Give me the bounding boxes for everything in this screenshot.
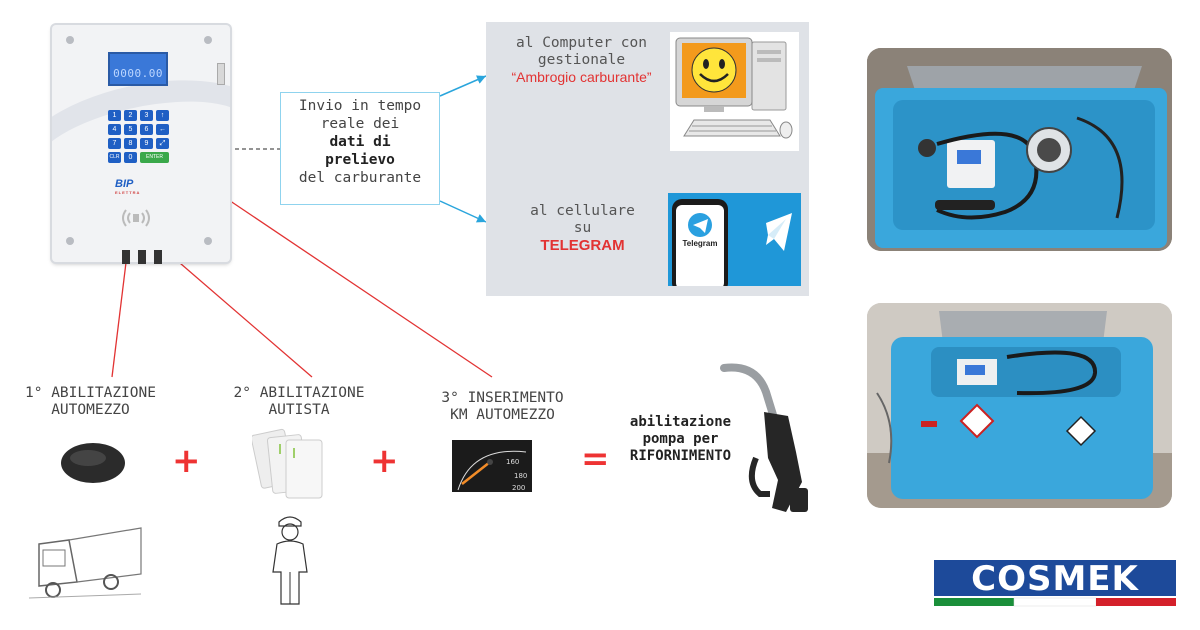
cosmek-logo — [934, 560, 1176, 607]
key: 6 — [140, 124, 153, 135]
step-driver-enable: 2° ABILITAZIONE AUTISTA — [233, 385, 365, 418]
telegram-destination-text: al cellulare su TELEGRAM — [510, 203, 655, 254]
fuel-tank-photo-side — [867, 303, 1172, 508]
telegram-icon-label: Telegram — [682, 239, 718, 248]
terminal-display: 0000.00 — [108, 52, 168, 86]
arrow-to-telegram — [439, 200, 487, 223]
key: ⤢ — [156, 138, 169, 149]
key: 9 — [140, 138, 153, 149]
key: ↑ — [156, 110, 169, 121]
svg-text:200: 200 — [512, 484, 525, 492]
info-line: del carburante — [298, 170, 422, 186]
key: 3 — [140, 110, 153, 121]
info-line: reale dei — [320, 116, 400, 132]
computer-icon — [670, 32, 799, 151]
fuel-nozzle-icon — [720, 363, 808, 512]
rfid-reader-icon — [122, 209, 150, 227]
arrow-to-computer — [439, 75, 487, 97]
odometer-icon: 160 180 200 — [452, 440, 532, 492]
fuel-terminal: 0000.00 1 2 3 ↑ 4 5 6 ← 7 8 9 ⤢ CLR 0 EN… — [52, 25, 230, 262]
svg-text:180: 180 — [514, 472, 527, 480]
app-name: TELEGRAM — [540, 237, 625, 254]
key: 5 — [124, 124, 137, 135]
step-km-entry: 3° INSERIMENTO KM AUTOMEZZO — [441, 390, 564, 423]
key-enter: ENTER — [140, 152, 169, 163]
key: ← — [156, 124, 169, 135]
info-line-bold: dati di — [329, 134, 391, 150]
terminal-brand: BIP ELETTRA — [115, 178, 141, 195]
info-line: Invio in tempo — [298, 98, 422, 114]
fuel-tank-photo-top — [867, 48, 1172, 251]
step-vehicle-enable: 1° ABILITAZIONE AUTOMEZZO — [25, 385, 156, 418]
key: 7 — [108, 138, 121, 149]
logo-text: COSMEK — [971, 559, 1139, 599]
software-name: “Ambrogio carburante” — [511, 69, 652, 85]
key: 0 — [124, 152, 137, 163]
plus-operator: + — [172, 441, 201, 481]
telegram-phone-icon: Telegram — [668, 193, 801, 286]
realtime-data-box: Invio in tempo reale dei dati di preliev… — [280, 92, 440, 205]
truck-icon — [27, 512, 143, 603]
equals-operator: = — [581, 439, 610, 479]
rfid-card-icon — [252, 428, 323, 499]
svg-text:160: 160 — [506, 458, 519, 466]
key-fob-icon — [61, 443, 125, 483]
key: 2 — [124, 110, 137, 121]
plus-operator: + — [370, 441, 399, 481]
key: 4 — [108, 124, 121, 135]
pump-enable-result: abilitazione pompa per RIFORNIMENTO — [629, 414, 732, 464]
computer-destination-text: al Computer con gestionale “Ambrogio car… — [494, 35, 669, 86]
terminal-keypad: 1 2 3 ↑ 4 5 6 ← 7 8 9 ⤢ CLR 0 ENTER — [108, 110, 169, 163]
terminal-cables — [122, 250, 162, 264]
key: 1 — [108, 110, 121, 121]
info-line-bold: prelievo — [325, 152, 395, 168]
key: 8 — [124, 138, 137, 149]
key-clr: CLR — [108, 152, 121, 163]
driver-icon — [272, 516, 308, 605]
